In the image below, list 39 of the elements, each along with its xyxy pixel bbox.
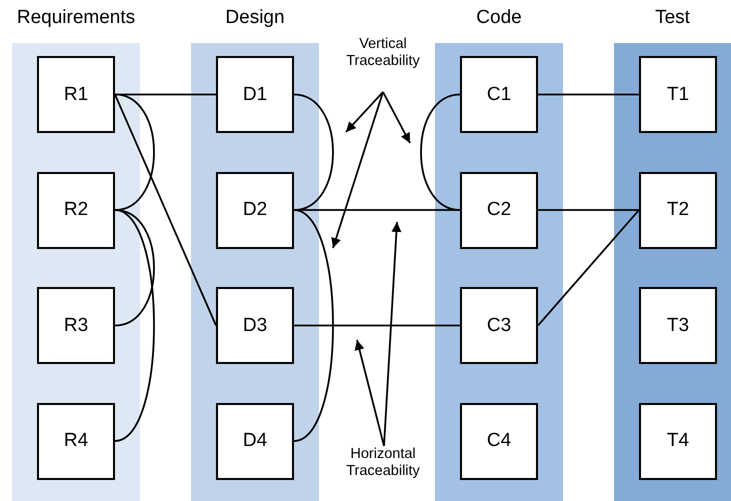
trace-link	[114, 94, 155, 211]
trace-link	[538, 94, 639, 96]
annotation-text: Horizontal Traceability	[345, 446, 421, 480]
artifact-box: D3	[216, 287, 294, 364]
leader-arrow	[382, 92, 411, 144]
artifact-box: R1	[37, 56, 115, 133]
trace-link	[537, 209, 640, 326]
artifact-box: T3	[639, 287, 717, 364]
column-heading: Code	[475, 7, 523, 29]
artifact-box: D4	[216, 402, 294, 480]
leader-arrow	[354, 340, 385, 446]
trace-link	[294, 209, 334, 442]
trace-link	[114, 209, 155, 442]
artifact-box: T1	[639, 56, 717, 133]
artifact-box: R2	[37, 172, 115, 248]
trace-link	[294, 209, 460, 211]
column-heading: Requirements	[16, 7, 136, 29]
trace-link	[294, 324, 460, 326]
leader-arrow	[345, 91, 384, 133]
leader-arrow	[383, 222, 402, 446]
trace-link	[294, 94, 334, 211]
artifact-box: C2	[460, 172, 538, 248]
artifact-box: C1	[460, 56, 538, 133]
artifact-box: C3	[460, 287, 538, 364]
trace-link	[114, 94, 217, 326]
artifact-box: D1	[216, 56, 294, 133]
annotation-text: Vertical Traceability	[345, 36, 421, 70]
artifact-box: R3	[37, 287, 115, 364]
trace-link	[538, 209, 639, 211]
artifact-box: R4	[37, 402, 115, 480]
artifact-box: D2	[216, 172, 294, 248]
trace-link	[114, 209, 155, 326]
artifact-box: C4	[460, 402, 538, 480]
artifact-box: T2	[639, 172, 717, 248]
trace-link	[420, 94, 460, 211]
column-heading: Test	[654, 7, 691, 29]
artifact-box: T4	[639, 402, 717, 480]
column-heading: Design	[224, 7, 286, 29]
leader-arrow	[331, 92, 384, 248]
